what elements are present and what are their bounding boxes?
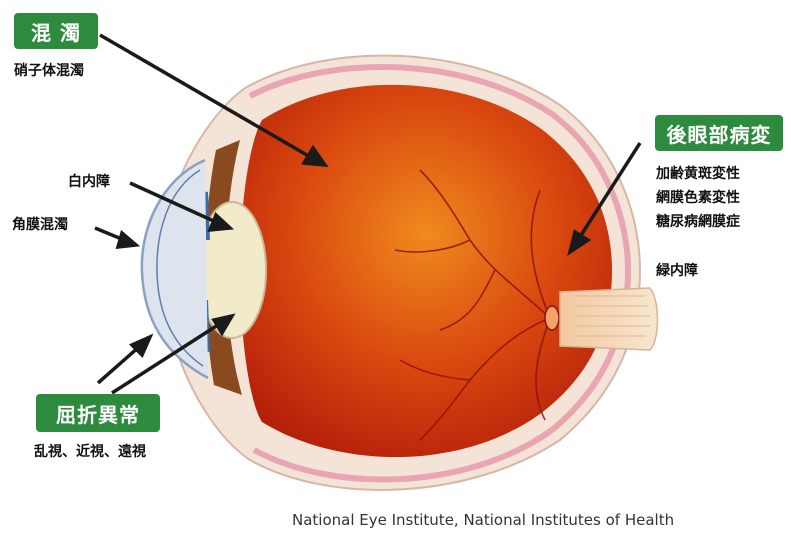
corneal-opacity-label: 角膜混濁 [12, 214, 68, 234]
vitreous-opacity-label: 硝子体混濁 [14, 60, 84, 80]
glaucoma-label: 緑内障 [656, 260, 698, 280]
image-credit: National Eye Institute, National Institu… [292, 511, 674, 529]
amd-label: 加齢黄斑変性 [656, 162, 740, 186]
turbidity-heading: 混 濁 [14, 13, 98, 49]
refractive-types-label: 乱視、近視、遠視 [34, 441, 146, 461]
refractive-error-heading: 屈折異常 [36, 394, 160, 432]
diabetic-retinopathy-label: 糖尿病網膜症 [656, 210, 740, 234]
cataract-label: 白内障 [68, 171, 110, 191]
retinitis-pigmentosa-label: 網膜色素変性 [656, 186, 740, 210]
optic-nerve [560, 288, 658, 350]
posterior-disease-list: 加齢黄斑変性 網膜色素変性 糖尿病網膜症 [656, 162, 740, 234]
arrowhead-icon [118, 233, 136, 247]
optic-disc [545, 306, 559, 330]
posterior-segment-heading: 後眼部病変 [655, 115, 783, 151]
